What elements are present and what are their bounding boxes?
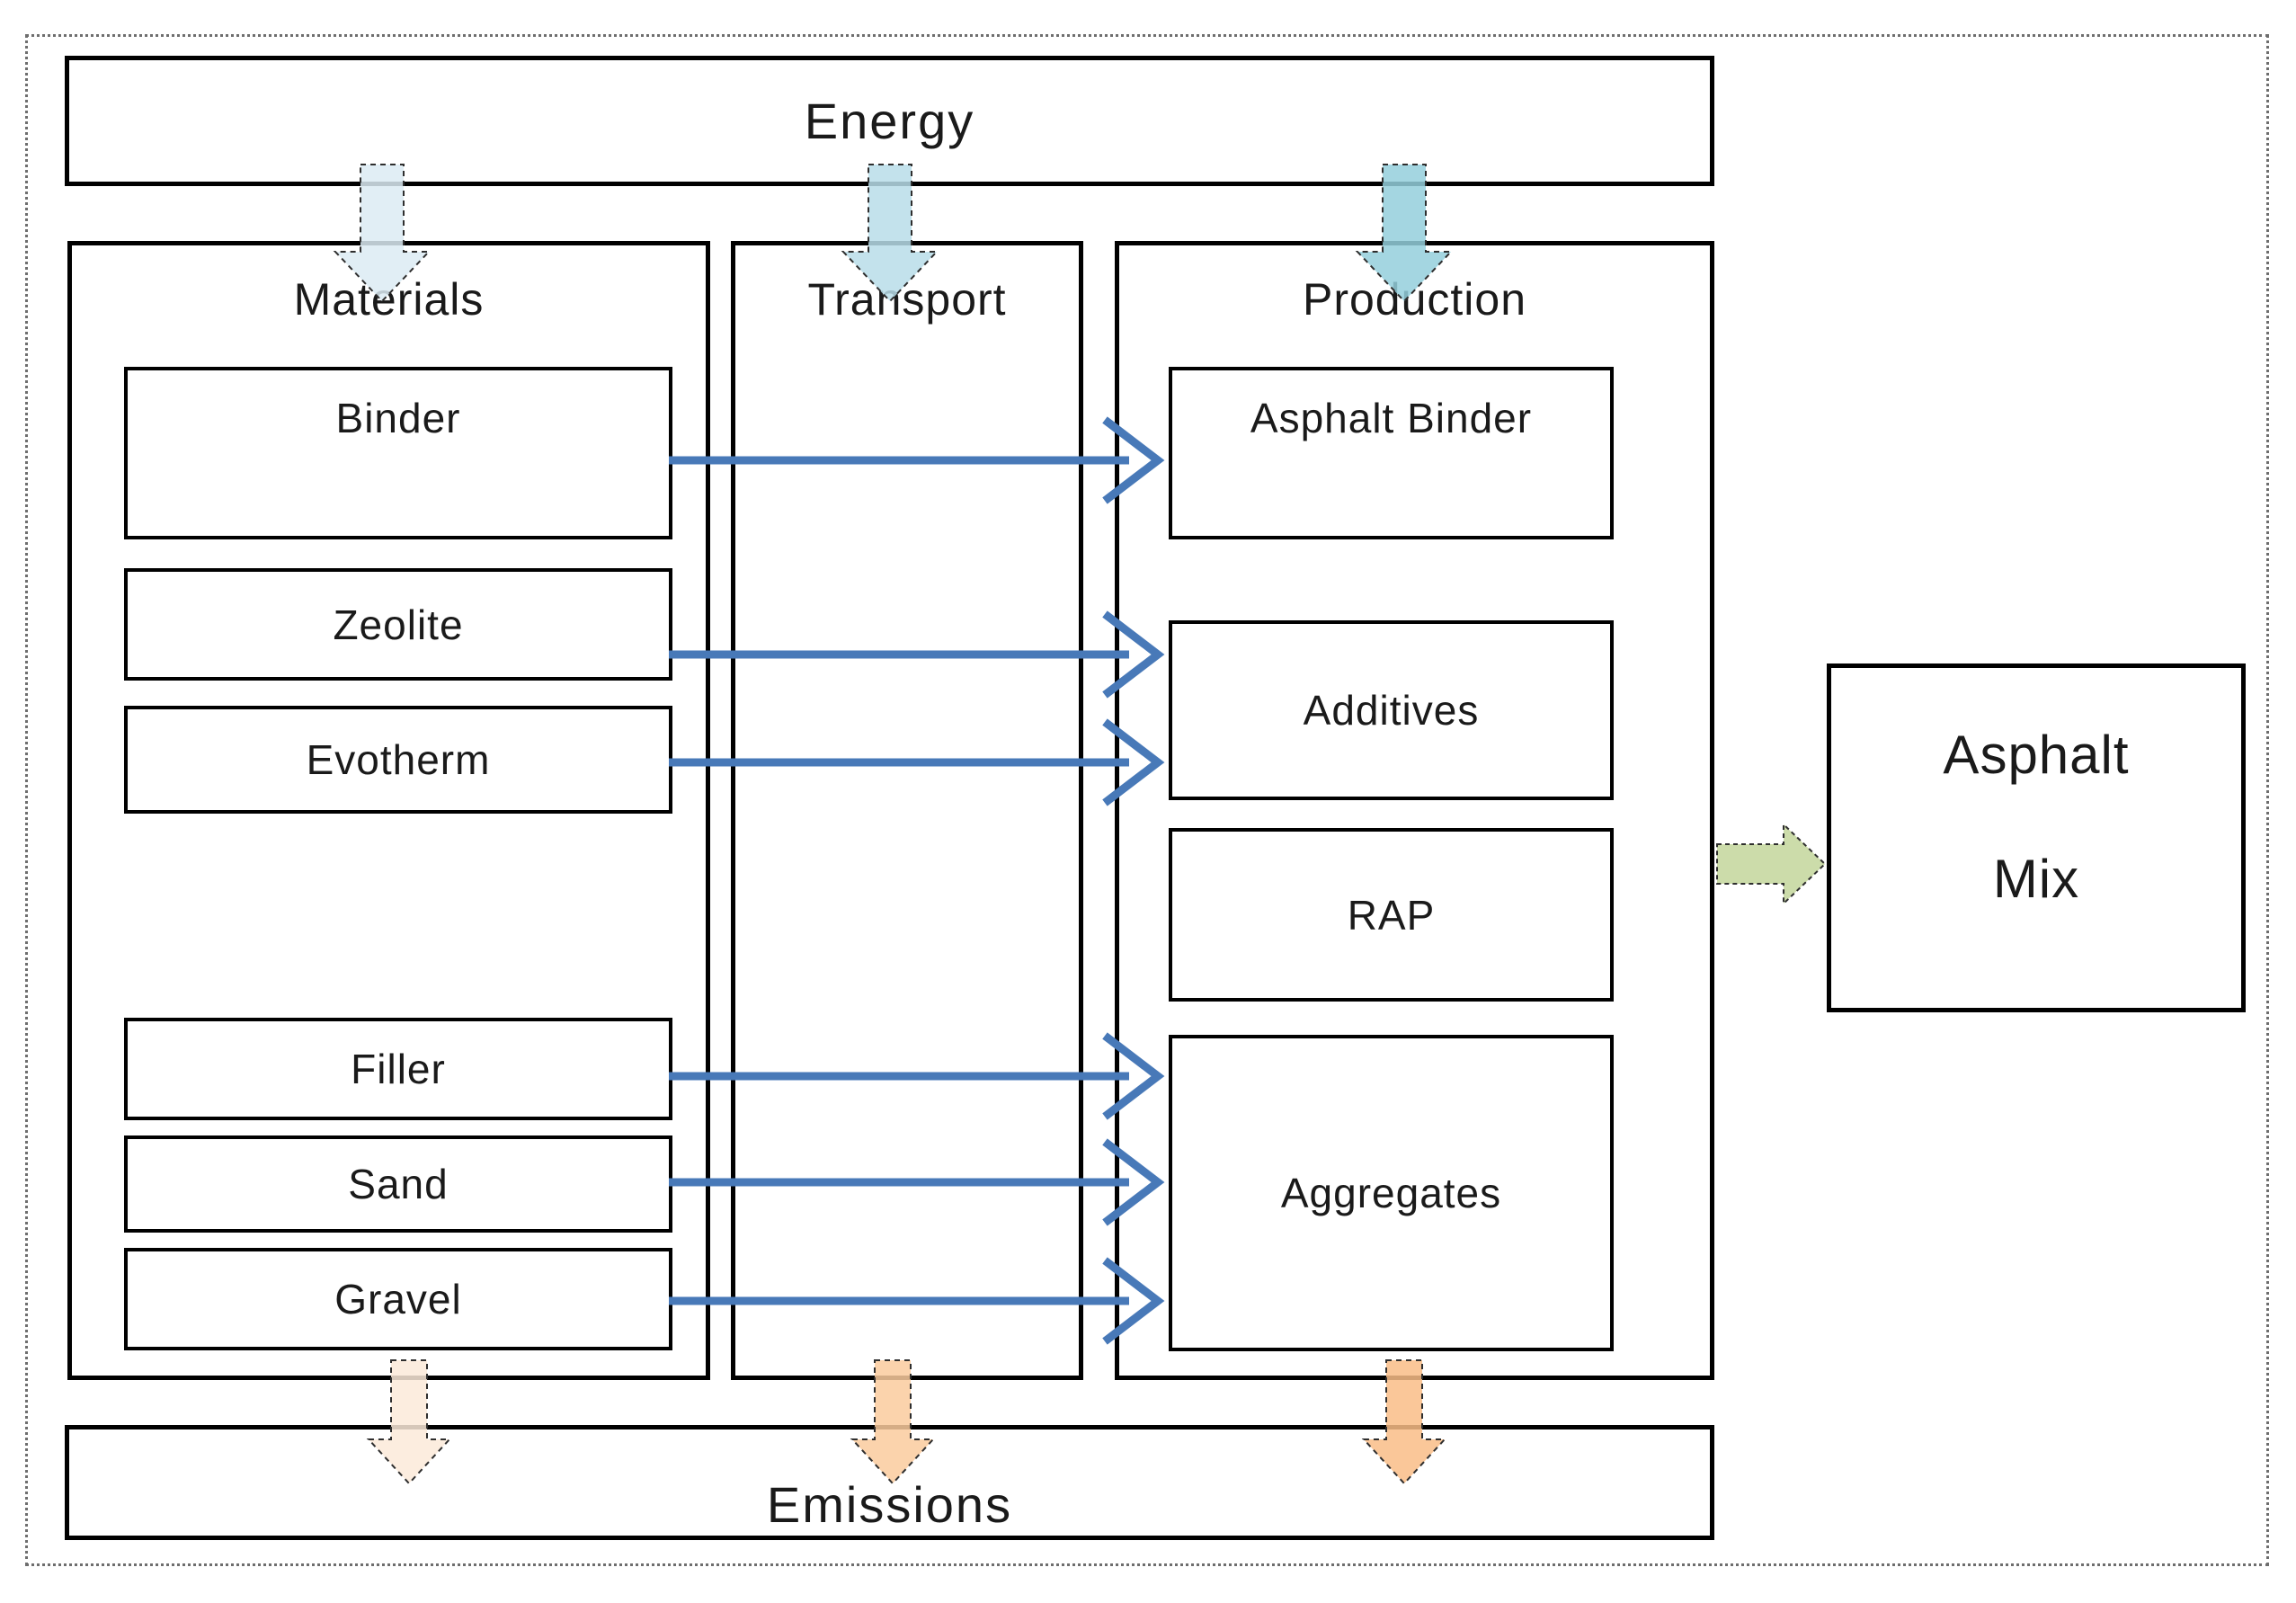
evotherm-box: Evotherm (124, 706, 672, 814)
energy-to-materials-arrow (333, 164, 432, 303)
rap-label: RAP (1347, 891, 1436, 939)
production-to-emissions-arrow (1361, 1359, 1447, 1485)
sand-box: Sand (124, 1135, 672, 1233)
energy-to-production-arrow (1355, 164, 1454, 303)
evotherm-flow-arrowhead (1102, 718, 1165, 806)
energy-to-materials-arrow-shape (333, 164, 432, 303)
materials-to-emissions-arrow (366, 1359, 452, 1485)
binder-label: Binder (335, 395, 461, 441)
production-to-asphalt-mix-arrow (1716, 822, 1827, 906)
additives-box: Additives (1169, 620, 1614, 800)
sand-to-aggregates-arrow (669, 1138, 1165, 1226)
energy-label: Energy (804, 93, 975, 149)
additives-label: Additives (1303, 687, 1480, 734)
transport-to-emissions-arrow (850, 1359, 936, 1485)
emissions-label: Emissions (766, 1476, 1013, 1533)
asphalt-mix-label-line2: Mix (1992, 849, 2080, 909)
asphalt-binder-label: Asphalt Binder (1250, 395, 1533, 441)
zeolite-box: Zeolite (124, 568, 672, 681)
zeolite-label: Zeolite (333, 601, 464, 648)
evotherm-label: Evotherm (306, 736, 491, 783)
gravel-box: Gravel (124, 1248, 672, 1350)
asphalt-mix-label: Asphalt Mix (1943, 693, 2129, 941)
energy-to-production-arrow-shape (1355, 164, 1454, 303)
energy-to-transport-arrow (841, 164, 939, 303)
materials-to-emissions-arrow-shape (366, 1359, 452, 1485)
sand-label: Sand (348, 1161, 449, 1207)
transport-column (731, 241, 1083, 1380)
sand-flow-arrowhead (1102, 1138, 1165, 1226)
filler-to-aggregates-arrow (669, 1032, 1165, 1120)
rap-box: RAP (1169, 828, 1614, 1002)
gravel-label: Gravel (334, 1276, 462, 1322)
energy-to-transport-arrow-shape (841, 164, 939, 303)
production-to-asphalt-mix-arrow-shape (1716, 822, 1827, 906)
gravel-flow-arrowhead (1102, 1257, 1165, 1345)
aggregates-box: Aggregates (1169, 1035, 1614, 1351)
zeolite-flow-arrowhead (1102, 610, 1165, 699)
filler-flow-arrowhead (1102, 1032, 1165, 1120)
binder-flow-arrowhead (1102, 416, 1165, 504)
filler-label: Filler (351, 1046, 446, 1092)
gravel-to-aggregates-arrow (669, 1257, 1165, 1345)
outer-dotted-border (25, 34, 2269, 1566)
binder-to-asphalt-binder-arrow (669, 416, 1165, 504)
zeolite-to-additives-arrow (669, 610, 1165, 699)
binder-box: Binder (124, 367, 672, 539)
production-to-emissions-arrow-shape (1361, 1359, 1447, 1485)
filler-box: Filler (124, 1018, 672, 1120)
aggregates-label: Aggregates (1280, 1170, 1502, 1216)
asphalt-binder-box: Asphalt Binder (1169, 367, 1614, 539)
transport-to-emissions-arrow-shape (850, 1359, 936, 1485)
asphalt-mix-label-line1: Asphalt (1943, 725, 2130, 785)
asphalt-mix-box: Asphalt Mix (1827, 663, 2246, 1012)
evotherm-to-additives-arrow (669, 718, 1165, 806)
